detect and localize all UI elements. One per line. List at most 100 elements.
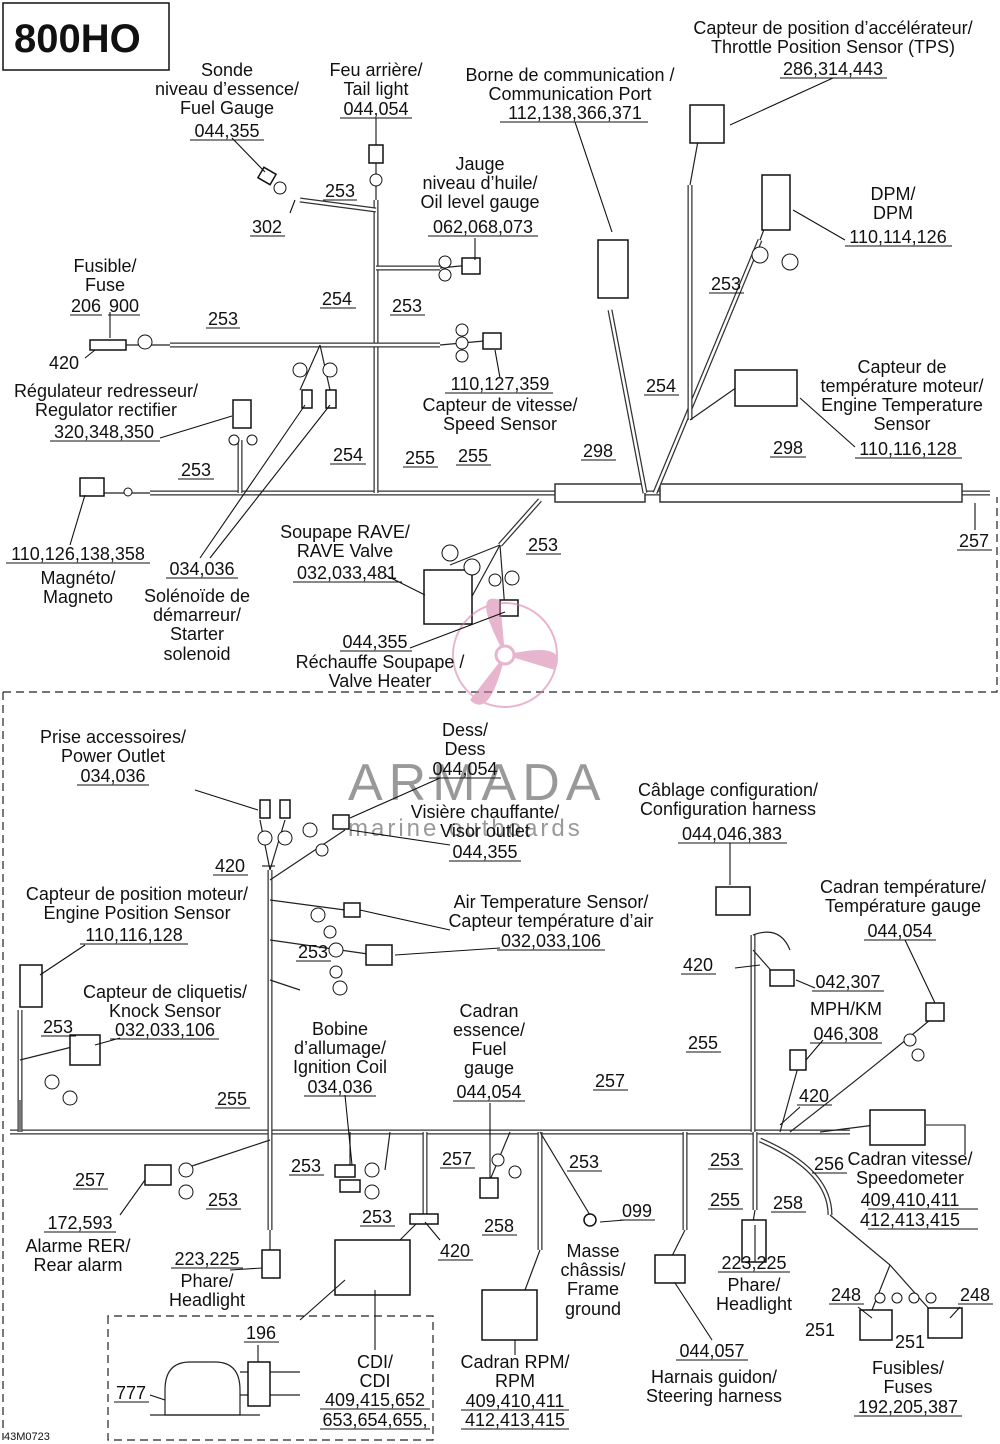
- magneto-en: Magneto: [43, 587, 113, 607]
- visor-parts: 044,355: [452, 842, 517, 862]
- fuse-part-b: 900: [109, 296, 139, 316]
- label-tps: Capteur de position d’accélérateur/ Thro…: [693, 18, 972, 79]
- callout-257-c: 257: [595, 1071, 625, 1091]
- label-visor: Visière chauffante/ Visor outlet 044,355: [411, 802, 559, 862]
- steering-en: Steering harness: [646, 1386, 782, 1406]
- engine-temp-fr: Capteur de: [857, 357, 946, 377]
- air-temp-fr: Capteur température d’air: [448, 911, 653, 931]
- label-knock: Capteur de cliquetis/ Knock Sensor 032,0…: [83, 982, 247, 1040]
- fuses-c: 251: [805, 1320, 835, 1340]
- power-outlet-fr: Prise accessoires/: [40, 727, 186, 747]
- temp-gauge-en: Température gauge: [825, 896, 981, 916]
- cdi-fr: CDI/: [357, 1352, 393, 1372]
- callout-253-h: 253: [43, 1017, 73, 1037]
- power-outlet-en: Power Outlet: [61, 746, 165, 766]
- rpm-parts: 409,410,411: [466, 1391, 565, 1411]
- label-cdi: CDI/ CDI 409,415,652 653,654,655,: [320, 1352, 430, 1430]
- fuel-cadran-fr2: essence/: [453, 1020, 525, 1040]
- rave-en: RAVE Valve: [297, 541, 393, 561]
- label-headlight-right: 223,225 Phare/ Headlight: [716, 1253, 792, 1314]
- headlight-r-en: Headlight: [716, 1294, 792, 1314]
- callout-420-c: 420: [799, 1086, 829, 1106]
- comm-port-parts: 112,138,366,371: [508, 103, 642, 123]
- config-en: Configuration harness: [640, 799, 816, 819]
- label-dpm: DPM/ DPM 110,114,126: [845, 184, 952, 247]
- label-rear-alarm: 172,593 Alarme RER/ Rear alarm: [25, 1213, 130, 1275]
- air-temp-en: Air Temperature Sensor/: [454, 892, 649, 912]
- lower-harness: [10, 819, 931, 1316]
- label-valve-heater: 044,355 Réchauffe Soupape / Valve Heater: [296, 632, 465, 691]
- callout-253-k: 253: [569, 1152, 599, 1172]
- visor-fr: Visière chauffante/: [411, 802, 559, 822]
- oil-gauge-fr: Jauge: [455, 154, 504, 174]
- fuse-part-a: 206: [71, 296, 101, 316]
- ignition-parts: 034,036: [307, 1077, 372, 1097]
- label-frame-ground: 099 Masse châssis/ Frame ground: [560, 1201, 655, 1319]
- fuel-gauge-fr: Sonde: [201, 60, 253, 80]
- label-speed-sensor: 110,127,359 Capteur de vitesse/ Speed Se…: [422, 374, 577, 434]
- inset-b: 777: [116, 1383, 146, 1403]
- rear-alarm-parts: 172,593: [47, 1213, 112, 1233]
- label-comm-port: Borne de communication / Communication P…: [465, 65, 674, 123]
- comm-port-fr: Borne de communication /: [465, 65, 674, 85]
- label-fuses: 248 248 251 251 Fusibles/ Fuses 192,205,…: [805, 1285, 993, 1417]
- callout-420-d: 420: [440, 1241, 470, 1261]
- rave-fr: Soupape RAVE/: [280, 522, 410, 542]
- cdi-parts2: 653,654,655,: [322, 1410, 427, 1430]
- speedometer-parts2: 412,413,415: [860, 1210, 960, 1230]
- knock-parts: 032,033,106: [115, 1020, 215, 1040]
- label-ignition: Bobine d’allumage/ Ignition Coil 034,036: [293, 1019, 387, 1097]
- steering-parts: 044,057: [679, 1341, 744, 1361]
- upper-leaders: [69, 77, 976, 649]
- label-rave: Soupape RAVE/ RAVE Valve 032,033,481: [280, 522, 410, 583]
- label-temp-gauge: Cadran température/ Température gauge 04…: [820, 877, 986, 941]
- engine-pos-parts: 110,116,128: [85, 925, 182, 945]
- valve-heater-parts: 044,355: [342, 632, 407, 652]
- callout-302: 302: [252, 217, 282, 237]
- label-steering: 044,057 Harnais guidon/ Steering harness: [646, 1341, 782, 1406]
- label-engine-position: Capteur de position moteur/ Engine Posit…: [26, 884, 248, 945]
- callout-257-d: 257: [442, 1149, 472, 1169]
- headlight-l-en: Headlight: [169, 1290, 245, 1310]
- valve-heater-en: Valve Heater: [329, 671, 432, 691]
- upper-harness: [100, 129, 990, 611]
- tail-light-parts: 044,054: [343, 99, 408, 119]
- headlight-l-fr: Phare/: [180, 1271, 233, 1291]
- oil-gauge-parts: 062,068,073: [433, 217, 533, 237]
- fuse-en: Fuse: [85, 275, 125, 295]
- rpm-fr: Cadran RPM/: [460, 1352, 569, 1372]
- callout-258-a: 258: [773, 1193, 803, 1213]
- ignition-fr2: d’allumage/: [294, 1038, 386, 1058]
- inset-drawing: [150, 1361, 300, 1416]
- dess-parts: 044,054: [432, 759, 497, 779]
- steering-fr: Harnais guidon/: [651, 1367, 777, 1387]
- callout-257: 257: [959, 531, 989, 551]
- fuel-cadran-en2: gauge: [464, 1058, 514, 1078]
- dpm-en: DPM: [873, 203, 913, 223]
- callout-253-d: 253: [181, 460, 211, 480]
- fuel-cadran-parts: 044,054: [456, 1082, 521, 1102]
- starter-fr: Solénoïde de: [144, 586, 250, 606]
- callout-254-c: 254: [646, 376, 676, 396]
- oil-gauge-en: Oil level gauge: [420, 192, 539, 212]
- mph-parts-b: 046,308: [813, 1024, 878, 1044]
- model-title: 800HO: [14, 17, 141, 61]
- label-headlight-left: 223,225 Phare/ Headlight: [169, 1249, 245, 1310]
- label-speedometer: Cadran vitesse/ Speedometer 409,410,411 …: [847, 1149, 978, 1230]
- rear-alarm-fr: Alarme RER/: [25, 1236, 130, 1256]
- callout-253-a: 253: [325, 181, 355, 201]
- label-tail-light: Feu arrière/ Tail light 044,054: [329, 60, 422, 119]
- starter-en2: solenoid: [163, 644, 230, 664]
- label-power-outlet: Prise accessoires/ Power Outlet 034,036: [40, 727, 186, 786]
- mph-label: MPH/KM: [810, 999, 882, 1019]
- label-oil-gauge: Jauge niveau d’huile/ Oil level gauge 06…: [420, 154, 539, 237]
- inset-frame: [107, 1315, 434, 1441]
- label-fuel-gauge: Sonde niveau d’essence/ Fuel Gauge 044,3…: [155, 60, 299, 141]
- tps-parts: 286,314,443: [783, 59, 883, 79]
- label-dess: Dess/ Dess 044,054: [429, 720, 501, 779]
- label-rpm: Cadran RPM/ RPM 409,410,411 412,413,415: [460, 1352, 569, 1430]
- callout-255-c: 255: [217, 1089, 247, 1109]
- speed-sensor-fr: Capteur de vitesse/: [422, 395, 577, 415]
- dpm-parts: 110,114,126: [849, 227, 946, 247]
- regulator-fr: Régulateur redresseur/: [14, 381, 198, 401]
